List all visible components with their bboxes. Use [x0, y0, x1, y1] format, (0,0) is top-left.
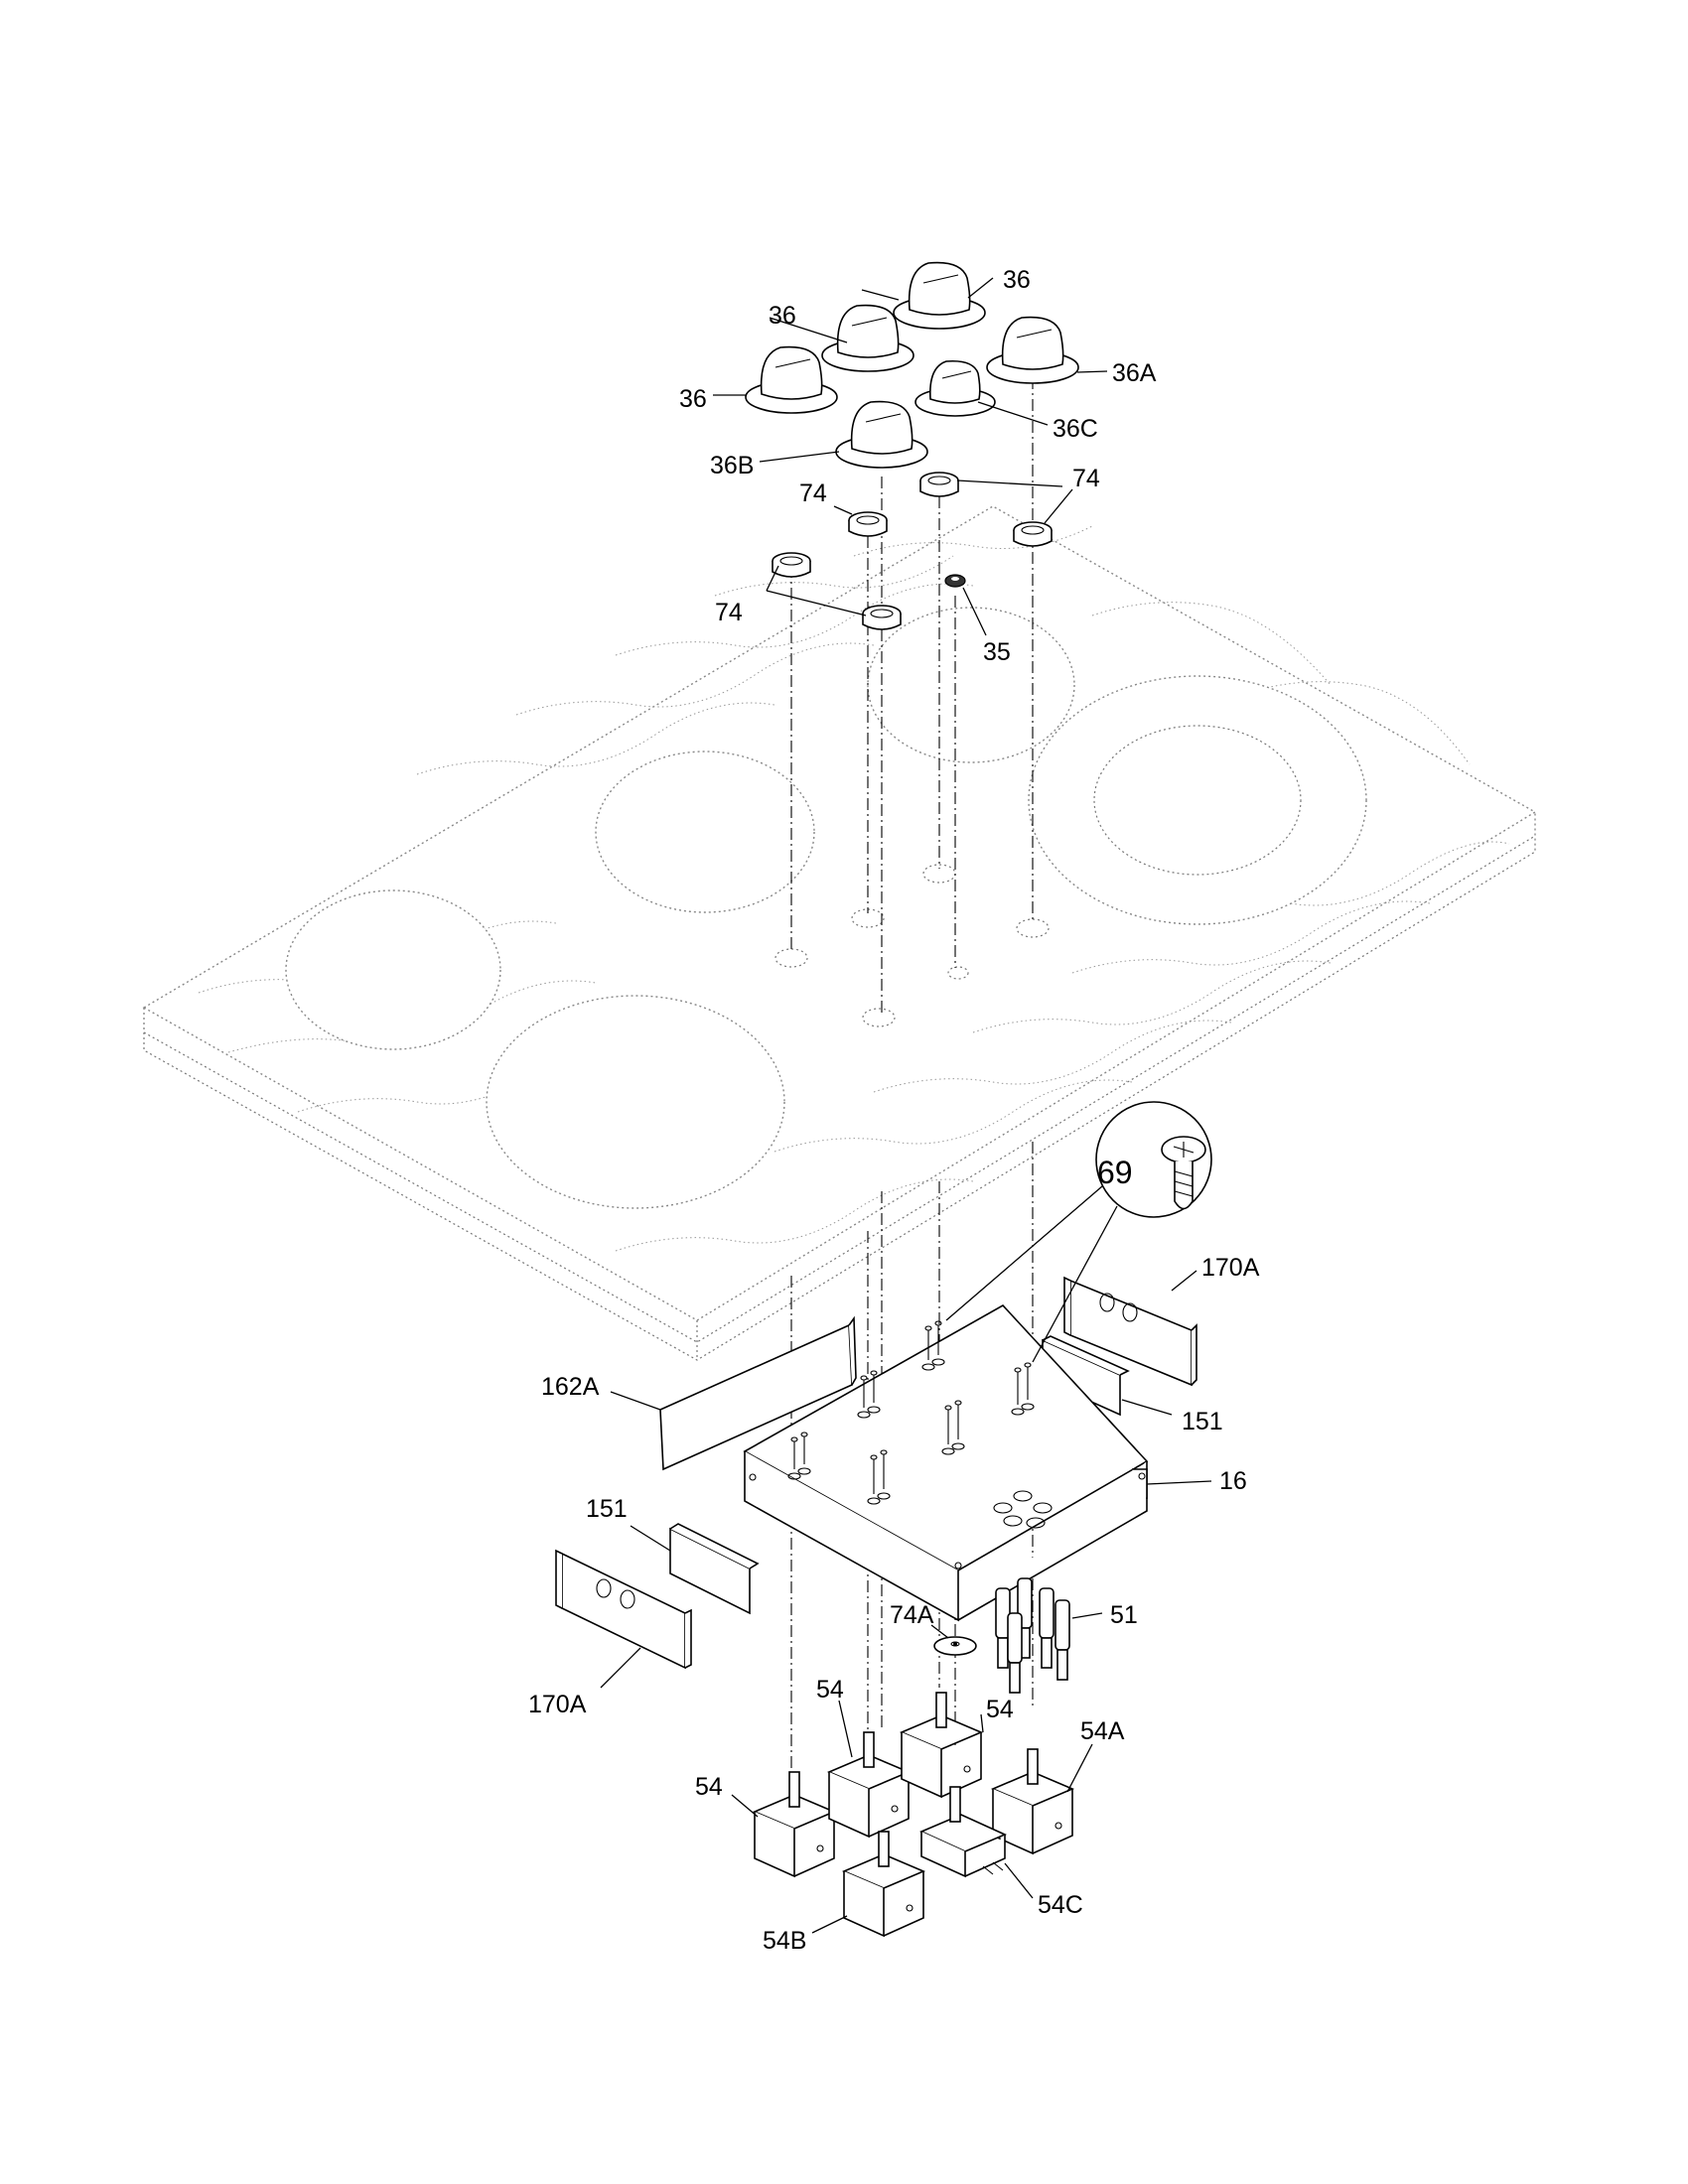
switch-54-right: [899, 1692, 984, 1799]
label-switch-54-right: 54: [986, 1696, 1014, 1723]
bezel-74-a: [919, 472, 959, 497]
label-part-35: 35: [983, 638, 1011, 666]
bracket-170A-right: [1063, 1276, 1197, 1387]
label-bracket-162A: 162A: [541, 1373, 600, 1401]
indicator-lights-51: [995, 1577, 1070, 1694]
knob-36B: [835, 400, 928, 469]
cooktop-glass: [142, 505, 1537, 1361]
label-part-74A: 74A: [890, 1601, 934, 1629]
label-switch-54B: 54B: [763, 1927, 806, 1955]
label-knob-36-top: 36: [1003, 266, 1031, 294]
label-knob-36-left: 36: [679, 385, 707, 413]
label-switch-54A: 54A: [1080, 1717, 1125, 1745]
knob-36-top: [893, 261, 986, 330]
part-74A: [933, 1636, 977, 1656]
knob-36-left: [745, 345, 838, 414]
label-bezel-74-bottom: 74: [715, 599, 743, 626]
burner-right-outer: [1028, 675, 1367, 925]
label-knob-36C: 36C: [1053, 415, 1098, 443]
leader-lines: [600, 277, 1212, 1934]
label-bezel-74-left: 74: [799, 479, 827, 507]
bezel-74-c: [1013, 521, 1053, 547]
insulation-151-left: [669, 1523, 760, 1615]
burner-warmer: [867, 607, 1075, 763]
part-35-nut: [944, 574, 966, 588]
screw-69-detail: [945, 1101, 1212, 1363]
switch-54C: [919, 1786, 1007, 1878]
label-knob-36-mid: 36: [769, 302, 796, 330]
control-box-16: [743, 1303, 1149, 1622]
knob-36C: [914, 359, 996, 417]
callout-labels: 36 36 36 36A 36C 36B 74 74 74 35 69 170A…: [528, 266, 1260, 1955]
label-knob-36B: 36B: [710, 452, 754, 479]
label-switch-54-left: 54: [695, 1773, 723, 1801]
label-box-16: 16: [1219, 1467, 1247, 1495]
knob-36-mid: [821, 304, 914, 372]
burner-center-rear: [595, 751, 815, 913]
label-insulation-151-right: 151: [1182, 1408, 1223, 1435]
insulation-151-right: [1042, 1335, 1130, 1417]
label-switch-54C: 54C: [1038, 1891, 1083, 1919]
bezel-74-d: [772, 552, 811, 578]
burner-left-rear: [285, 889, 501, 1050]
bracket-162A: [659, 1315, 857, 1471]
knob-36A: [986, 316, 1079, 384]
bezel-74-e: [862, 605, 902, 630]
switch-54B: [841, 1831, 926, 1938]
label-insulation-151-left: 151: [586, 1495, 628, 1523]
label-bracket-170A-left: 170A: [528, 1691, 587, 1718]
label-knob-36A: 36A: [1112, 359, 1157, 387]
switch-54-mid: [826, 1731, 912, 1839]
bezels-74: [772, 472, 1053, 630]
label-switch-54-mid: 54: [816, 1676, 844, 1704]
screws-69: [787, 1320, 1035, 1505]
label-bracket-170A-right: 170A: [1201, 1254, 1260, 1282]
burner-left-front: [486, 995, 785, 1209]
label-lights-51: 51: [1110, 1601, 1138, 1629]
label-bezel-74-right: 74: [1072, 465, 1100, 492]
label-screw-69: 69: [1097, 1155, 1133, 1190]
switch-54-left: [752, 1771, 837, 1878]
burner-right-inner: [1093, 725, 1302, 876]
bracket-170A-left: [555, 1549, 692, 1670]
bezel-74-b: [848, 511, 888, 537]
